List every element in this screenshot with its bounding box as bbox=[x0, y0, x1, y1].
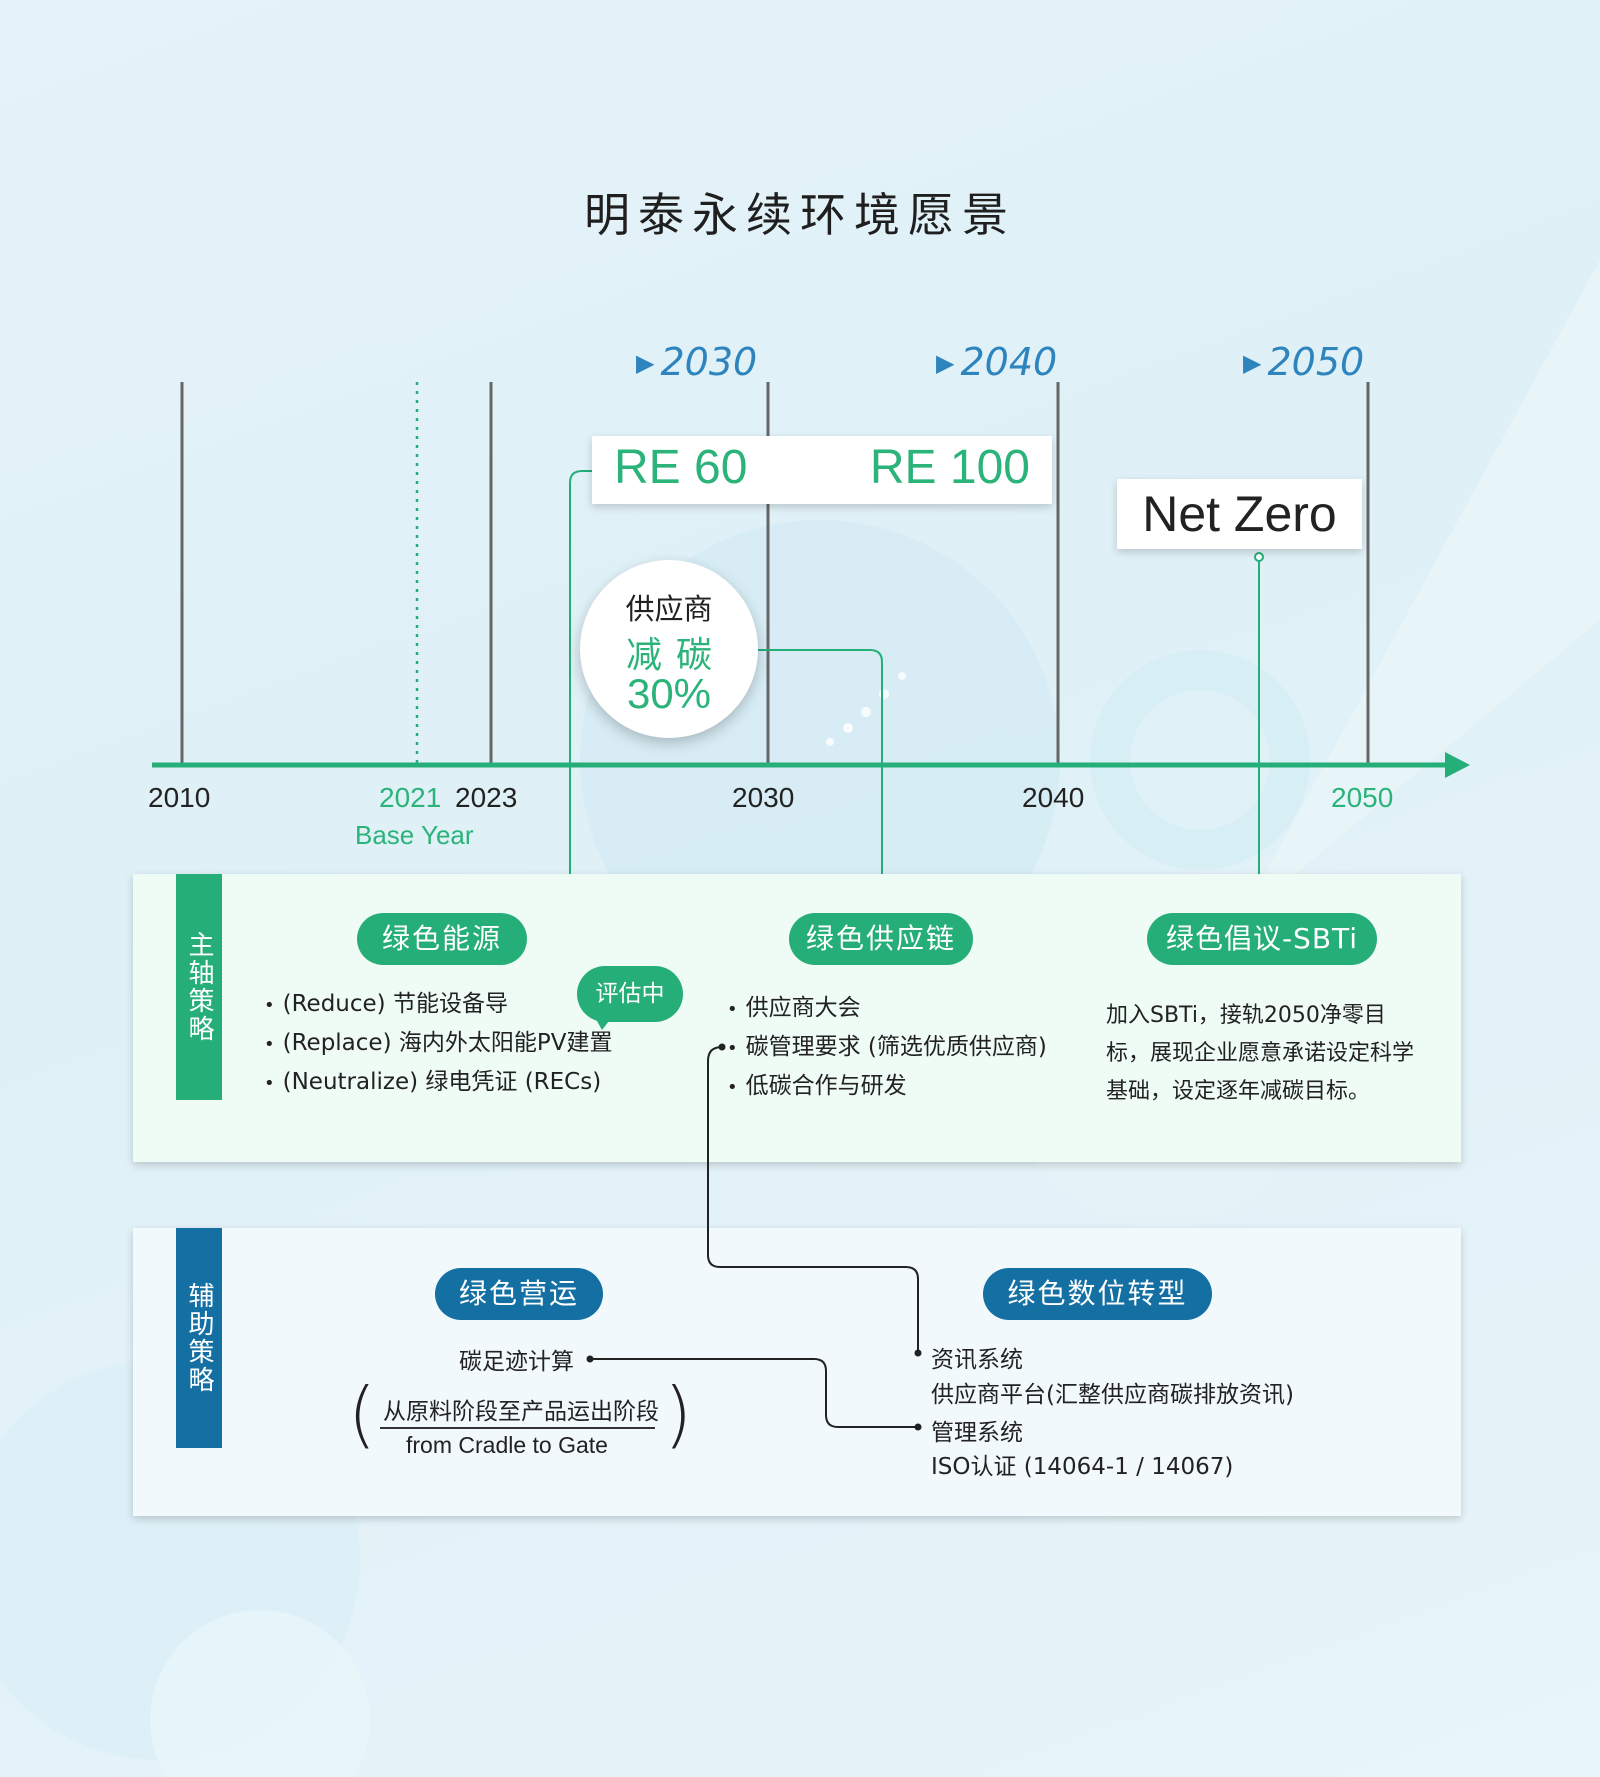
stage-cn-label: 从原料阶段至产品运出阶段 bbox=[383, 1399, 659, 1425]
base-year-label: Base Year bbox=[355, 820, 474, 850]
right-paren: ) bbox=[664, 1372, 693, 1456]
tick-label-2050: 2050 bbox=[1331, 782, 1394, 813]
aux-strategy-panel bbox=[133, 1228, 1461, 1516]
connector-supplier bbox=[743, 649, 883, 905]
list-item: 碳管理要求 (筛选优质供应商) bbox=[727, 1028, 1047, 1067]
re100-label: RE 100 bbox=[869, 441, 1030, 494]
fraction-line bbox=[380, 1427, 655, 1429]
milestone-2050: ▶2050 bbox=[1243, 340, 1365, 384]
green-supply-chain-pill: 绿色供应链 bbox=[789, 913, 973, 965]
supplier-reduction-circle: 供应商 减碳 30% bbox=[580, 560, 758, 738]
green-operation-pill: 绿色营运 bbox=[435, 1268, 603, 1320]
stage-en-label: from Cradle to Gate bbox=[406, 1432, 608, 1458]
triangle-icon: ▶ bbox=[936, 349, 955, 377]
tick-label-2021: 2021 bbox=[379, 782, 442, 813]
tick-label-2010: 2010 bbox=[148, 782, 211, 813]
tick-label-2040: 2040 bbox=[1022, 782, 1085, 813]
digital-transformation-pill: 绿色数位转型 bbox=[983, 1268, 1212, 1320]
re60-label: RE 60 bbox=[614, 441, 748, 494]
carbon-footprint-label: 碳足迹计算 bbox=[459, 1349, 574, 1375]
list-item: (Replace) 海内外太阳能PV建置 bbox=[264, 1024, 613, 1063]
supply-chain-list: 供应商大会 碳管理要求 (筛选优质供应商) 低碳合作与研发 bbox=[727, 989, 1047, 1106]
info-system-label: 资讯系统 bbox=[931, 1347, 1023, 1373]
evaluating-bubble: 评估中 bbox=[577, 966, 683, 1022]
triangle-icon: ▶ bbox=[636, 349, 655, 377]
triangle-icon: ▶ bbox=[1243, 349, 1262, 377]
tick-label-2030: 2030 bbox=[732, 782, 795, 813]
supplier-label: 供应商 bbox=[625, 592, 713, 626]
reduction-percent: 30% bbox=[626, 670, 712, 717]
page-title: 明泰永续环境愿景 bbox=[584, 187, 1016, 242]
list-item: (Neutralize) 绿电凭证 (RECs) bbox=[264, 1063, 612, 1102]
iso-cert-label: ISO认证 (14064-1 / 14067) bbox=[931, 1454, 1234, 1480]
sbti-pill: 绿色倡议-SBTi bbox=[1147, 913, 1377, 965]
green-energy-list: (Reduce) 节能设备导 (Replace) 海内外太阳能PV建置 (Neu… bbox=[264, 985, 613, 1102]
list-item: (Reduce) 节能设备导 bbox=[264, 985, 612, 1024]
sbti-description: 加入SBTi，接轨2050净零目标，展现企业愿意承诺设定科学基础，设定逐年减碳目… bbox=[1106, 1003, 1415, 1104]
milestone-2040: ▶2040 bbox=[936, 340, 1058, 384]
reduction-label: 减碳 bbox=[625, 635, 726, 676]
supplier-platform-label: 供应商平台(汇整供应商碳排放资讯) bbox=[931, 1382, 1294, 1408]
net-zero-box: Net Zero bbox=[1117, 479, 1362, 549]
mgmt-system-label: 管理系统 bbox=[931, 1420, 1023, 1446]
green-energy-pill: 绿色能源 bbox=[357, 913, 527, 965]
aux-strategy-tab: 辅助策略 bbox=[176, 1228, 222, 1448]
tick-label-2023: 2023 bbox=[455, 782, 518, 813]
list-item: 供应商大会 bbox=[727, 989, 1047, 1028]
main-strategy-tab: 主轴策略 bbox=[176, 874, 222, 1100]
left-paren: ( bbox=[348, 1372, 377, 1456]
re-target-box: RE 60 RE 100 bbox=[592, 436, 1052, 504]
milestone-2030: ▶2030 bbox=[636, 340, 758, 384]
list-item: 低碳合作与研发 bbox=[727, 1067, 1047, 1106]
timeline-arrow-icon bbox=[1445, 752, 1470, 778]
